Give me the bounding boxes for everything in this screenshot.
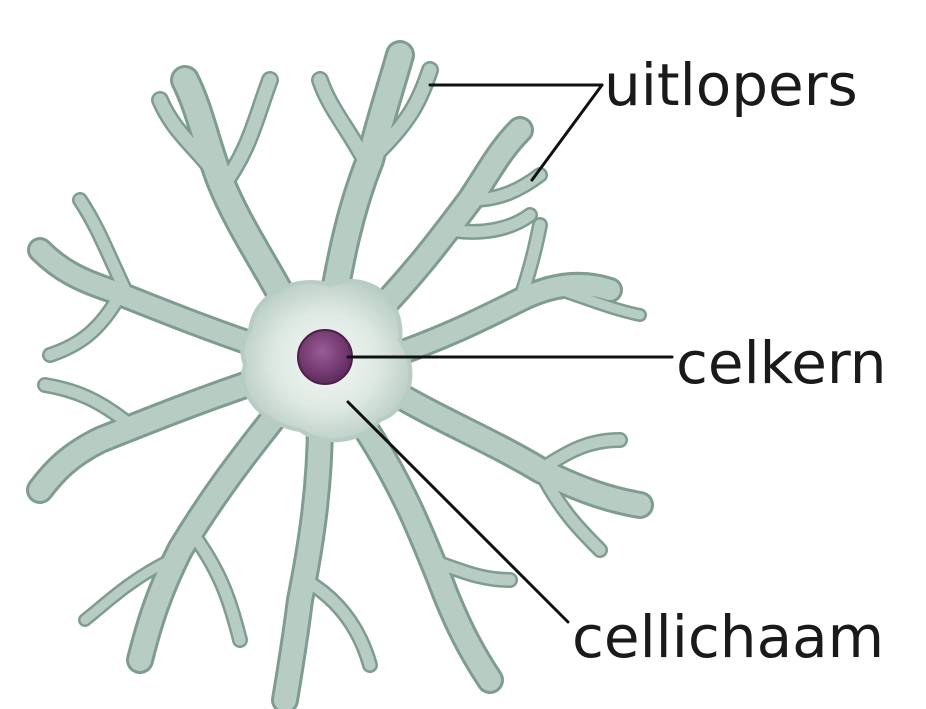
nucleus (298, 330, 352, 384)
label-cell-body: cellichaam (572, 608, 884, 666)
label-processes: uitlopers (604, 56, 858, 114)
label-nucleus: celkern (676, 334, 886, 392)
leader-line-processes-lower (532, 85, 602, 180)
